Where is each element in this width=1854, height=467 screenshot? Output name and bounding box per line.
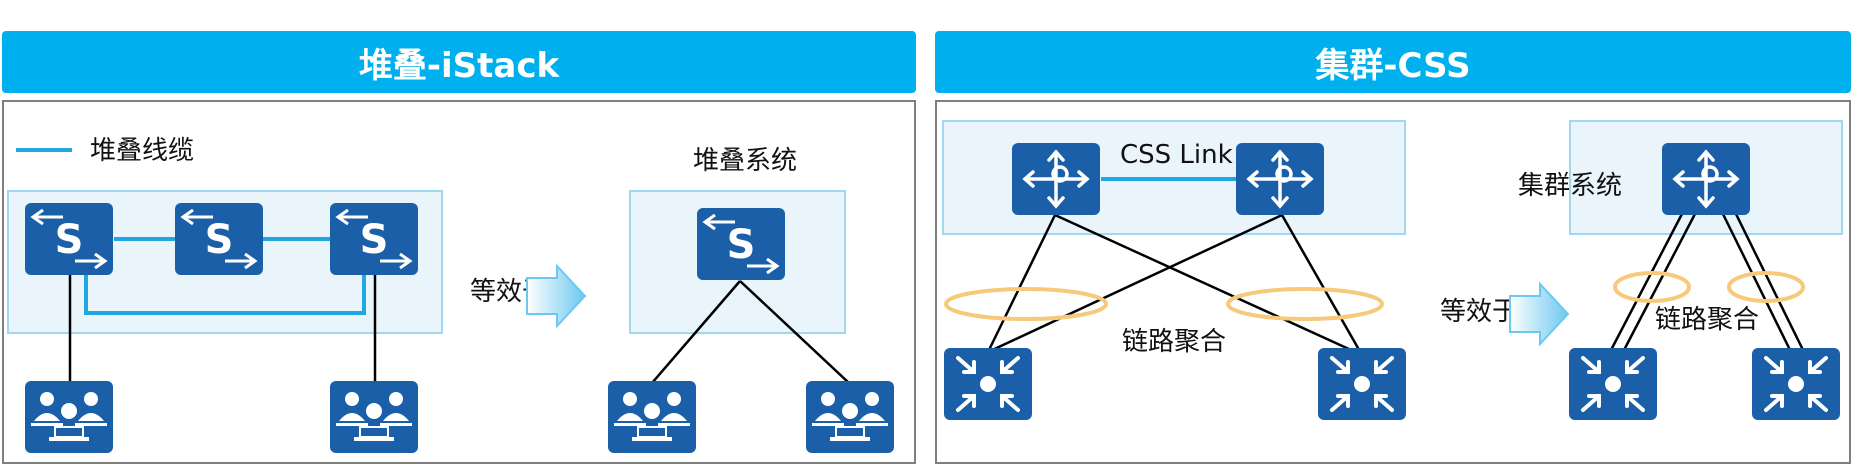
link-aggregation-ellipse bbox=[1226, 287, 1384, 321]
css-router-icon bbox=[1234, 141, 1326, 217]
css-header: 集群-CSS bbox=[935, 31, 1851, 93]
link-aggregation-ellipse bbox=[944, 287, 1108, 321]
css-uplinks bbox=[986, 213, 1364, 357]
css-router-icon bbox=[1010, 141, 1102, 217]
equivalence-arrow-icon bbox=[1509, 283, 1569, 345]
css-system-uplinks bbox=[1608, 211, 1806, 353]
stack-downlinks bbox=[68, 275, 377, 383]
access-switch-icon bbox=[942, 346, 1034, 422]
stack-system-downlinks bbox=[651, 280, 850, 384]
link-aggregation-ellipse bbox=[1613, 271, 1691, 303]
istack-header: 堆叠-iStack bbox=[2, 31, 916, 93]
stack-switch-icon bbox=[23, 201, 115, 277]
equivalence-arrow-icon bbox=[526, 265, 586, 327]
link-aggregation-ellipse bbox=[1727, 271, 1805, 303]
istack-title: 堆叠-iStack bbox=[358, 45, 560, 86]
stack-cable-legend: 堆叠线缆 bbox=[16, 136, 194, 166]
css-system-label: 集群系统 bbox=[1518, 171, 1622, 201]
stack-cables bbox=[84, 237, 366, 315]
stack-system-label: 堆叠系统 bbox=[693, 146, 797, 176]
link-aggregation-label: 链路聚合 bbox=[1655, 305, 1759, 335]
css-title: 集群-CSS bbox=[1315, 45, 1471, 86]
stack-system-switch-icon bbox=[695, 206, 787, 282]
stack-switch-icon bbox=[173, 201, 265, 277]
css-system-router-icon bbox=[1660, 141, 1752, 217]
access-switch-icon bbox=[1567, 346, 1659, 422]
link-aggregation-label: 链路聚合 bbox=[1122, 327, 1226, 357]
css-equivalent-label: 等效于 bbox=[1440, 297, 1518, 327]
user-group-icon bbox=[329, 380, 419, 454]
stack-switch-icon bbox=[328, 201, 420, 277]
stack-cable-legend-label: 堆叠线缆 bbox=[90, 136, 194, 166]
user-group-icon bbox=[805, 380, 895, 454]
access-switch-icon bbox=[1750, 346, 1842, 422]
user-group-icon bbox=[24, 380, 114, 454]
access-switch-icon bbox=[1316, 346, 1408, 422]
user-group-icon bbox=[607, 380, 697, 454]
css-link-label: CSS Link bbox=[1120, 140, 1233, 170]
